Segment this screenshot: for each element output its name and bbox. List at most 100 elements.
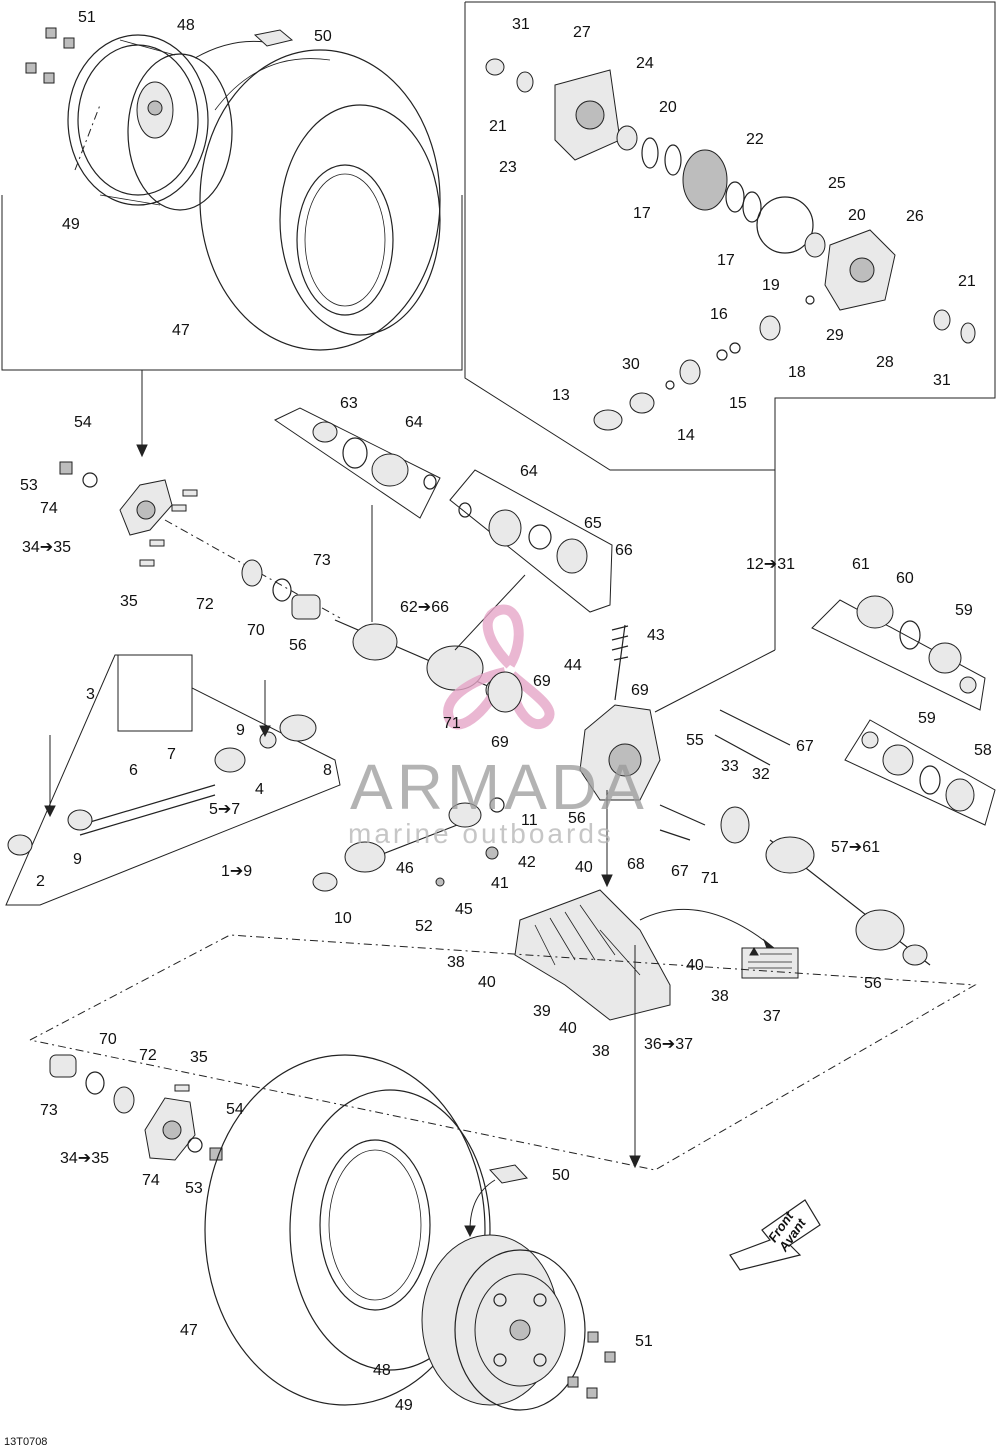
callout: 8: [323, 762, 332, 779]
callout: 10: [334, 910, 352, 927]
callout: 74: [142, 1172, 160, 1189]
callout: 2: [36, 873, 45, 890]
callout: 38: [592, 1043, 610, 1060]
callout: 39: [533, 1003, 551, 1020]
seal-71-upper: [487, 671, 523, 713]
callout: 53: [20, 477, 38, 494]
callout: 37: [763, 1008, 781, 1025]
callout: 70: [99, 1031, 117, 1048]
callout: 33: [721, 758, 739, 775]
callout: 72: [196, 596, 214, 613]
callout: 13: [552, 387, 570, 404]
watermark-brand: ARMADA: [350, 751, 648, 823]
callout: 69: [631, 682, 649, 699]
callout: 40: [559, 1020, 577, 1037]
circlip-73: [272, 578, 292, 602]
callout: 48: [373, 1362, 391, 1379]
callout: 44: [564, 657, 582, 674]
callout: 68: [627, 856, 645, 873]
lower-rim: [421, 1234, 586, 1411]
callout: 40: [686, 957, 704, 974]
watermark-tagline: marine outboards: [348, 818, 614, 849]
callout: 3: [86, 686, 95, 703]
upper-rim: [67, 34, 233, 211]
callout: 40: [478, 974, 496, 991]
skid-plate: [514, 889, 671, 1021]
callout: 36➔37: [644, 1036, 693, 1053]
lower-cv-axle: [765, 836, 931, 966]
callout: 6: [129, 762, 138, 779]
callout: 27: [573, 24, 591, 41]
callout: 40: [575, 859, 593, 876]
callout: 45: [455, 901, 473, 918]
callout: 21: [489, 118, 507, 135]
callout: 59: [955, 602, 973, 619]
propshaft: [5, 654, 505, 906]
callout: 64: [405, 414, 423, 431]
callout: 9: [236, 722, 245, 739]
callout: 14: [677, 427, 695, 444]
upper-lug-nuts: [25, 27, 75, 84]
callout: 67: [796, 738, 814, 755]
callout: 23: [499, 159, 517, 176]
callout: 48: [177, 17, 195, 34]
callout: 47: [180, 1322, 198, 1339]
callout: 38: [447, 954, 465, 971]
callout: 22: [746, 131, 764, 148]
callout: 7: [167, 746, 176, 763]
callout: 38: [711, 988, 729, 1005]
callout: 51: [635, 1333, 653, 1350]
callout: 29: [826, 327, 844, 344]
callout: 17: [633, 205, 651, 222]
seal-72: [241, 559, 263, 587]
callout: 65: [584, 515, 602, 532]
callout: 28: [876, 354, 894, 371]
callout: 31: [933, 372, 951, 389]
callout: 19: [762, 277, 780, 294]
differential-parts: [485, 58, 976, 431]
callout: 57➔61: [831, 839, 880, 856]
callout: 73: [40, 1102, 58, 1119]
callout: 50: [552, 1167, 570, 1184]
callout: 72: [139, 1047, 157, 1064]
callout: 47: [172, 322, 190, 339]
seal-71-lower: [720, 806, 750, 844]
warning-decal: [741, 947, 799, 979]
callout: 49: [62, 216, 80, 233]
upper-hub: [59, 461, 198, 567]
callout: 64: [520, 463, 538, 480]
callout: 11: [521, 812, 538, 829]
callout: 54: [226, 1101, 244, 1118]
callout: 32: [752, 766, 770, 783]
callout: 9: [73, 851, 82, 868]
rear-gearbox: [579, 624, 661, 888]
callout: 52: [415, 918, 433, 935]
callout: 51: [78, 9, 96, 26]
callout: 35: [120, 593, 138, 610]
callout: 15: [729, 395, 747, 412]
callout: 18: [788, 364, 806, 381]
callout: 50: [314, 28, 332, 45]
front-arrow: [729, 1199, 821, 1271]
callout: 24: [636, 55, 654, 72]
callout: 4: [255, 781, 264, 798]
callout: 30: [622, 356, 640, 373]
callout: 62➔66: [400, 599, 449, 616]
callout: 71: [443, 715, 461, 732]
callout: 55: [686, 732, 704, 749]
callout: 67: [671, 863, 689, 880]
callout: 17: [717, 252, 735, 269]
callout: 21: [958, 273, 976, 290]
callout: 5➔7: [209, 801, 241, 818]
callout: 34➔35: [60, 1150, 109, 1167]
callout: 43: [647, 627, 665, 644]
callout: 71: [701, 870, 719, 887]
callout: 12➔31: [746, 556, 795, 573]
differential-frame: [464, 1, 996, 471]
callout: 56: [289, 637, 307, 654]
callout: 61: [852, 556, 870, 573]
callout: 31: [512, 16, 530, 33]
callout: 53: [185, 1180, 203, 1197]
